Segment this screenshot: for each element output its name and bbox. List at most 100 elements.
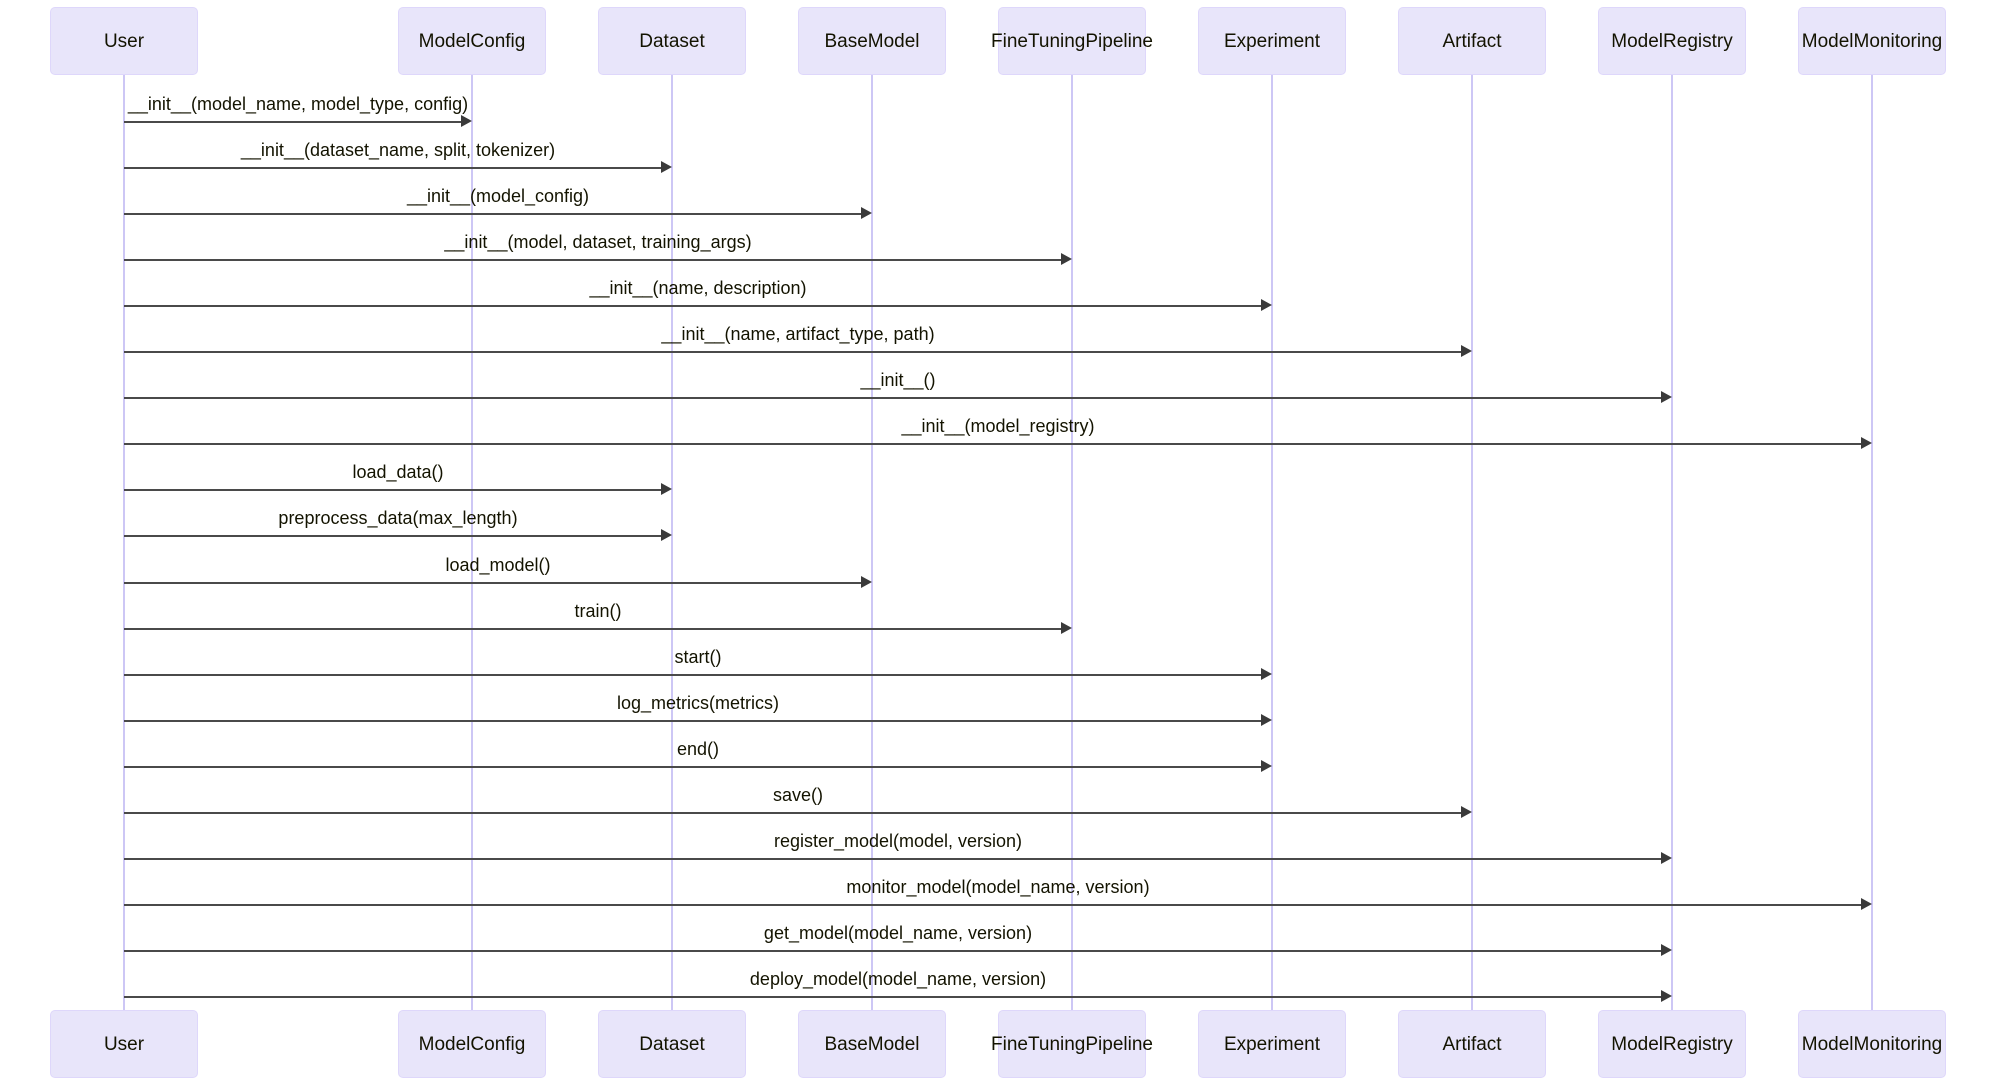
participant-header-dataset[interactable]: Dataset — [598, 7, 746, 75]
participant-footer-modelregistry[interactable]: ModelRegistry — [1598, 1010, 1746, 1078]
arrow-head-icon — [1261, 668, 1272, 680]
message-arrow-line — [124, 213, 863, 215]
participant-label: BaseModel — [824, 1033, 920, 1055]
message-label: monitor_model(model_name, version) — [846, 877, 1150, 897]
arrow-head-icon — [1061, 622, 1072, 634]
lifeline-basemodel — [871, 75, 873, 1010]
message-arrow-line — [124, 628, 1063, 630]
participant-label: ModelRegistry — [1611, 30, 1733, 52]
message-arrow-line — [124, 167, 663, 169]
arrow-head-icon — [1261, 760, 1272, 772]
lifeline-finetuningpipeline — [1071, 75, 1073, 1010]
message-arrow-line — [124, 351, 1463, 353]
message-label: preprocess_data(max_length) — [278, 508, 518, 528]
message-label: __init__(model_config) — [406, 186, 590, 206]
arrow-head-icon — [1061, 253, 1072, 265]
participant-label: ModelConfig — [418, 1033, 526, 1055]
lifeline-artifact — [1471, 75, 1473, 1010]
participant-label: Dataset — [639, 1033, 705, 1055]
message-arrow-line — [124, 858, 1663, 860]
arrow-head-icon — [661, 529, 672, 541]
arrow-head-icon — [661, 161, 672, 173]
participant-label: Experiment — [1223, 1033, 1321, 1055]
message-label: __init__(model_name, model_type, config) — [127, 94, 469, 114]
participant-label: FineTuningPipeline — [991, 1033, 1153, 1055]
arrow-head-icon — [861, 576, 872, 588]
participant-header-modelmonitoring[interactable]: ModelMonitoring — [1798, 7, 1946, 75]
arrow-head-icon — [1861, 898, 1872, 910]
message-arrow-line — [124, 259, 1063, 261]
participant-label: Artifact — [1442, 1033, 1502, 1055]
participant-footer-finetuningpipeline[interactable]: FineTuningPipeline — [991, 1010, 1153, 1078]
participant-label: Experiment — [1223, 30, 1321, 52]
participant-label: ModelRegistry — [1611, 1033, 1733, 1055]
message-label: load_data() — [352, 462, 444, 482]
participant-label: ModelMonitoring — [1801, 30, 1943, 52]
message-label: start() — [674, 647, 722, 667]
message-label: __init__(model, dataset, training_args) — [444, 232, 752, 252]
message-label: __init__(name, artifact_type, path) — [661, 324, 935, 344]
arrow-head-icon — [1661, 391, 1672, 403]
message-arrow-line — [124, 582, 863, 584]
participant-label: Artifact — [1442, 30, 1502, 52]
message-label: end() — [676, 739, 720, 759]
arrow-head-icon — [861, 207, 872, 219]
message-label: load_model() — [445, 555, 551, 575]
lifeline-experiment — [1271, 75, 1273, 1010]
participant-header-finetuningpipeline[interactable]: FineTuningPipeline — [991, 7, 1153, 75]
arrow-head-icon — [1661, 852, 1672, 864]
message-label: deploy_model(model_name, version) — [749, 969, 1047, 989]
arrow-head-icon — [1261, 299, 1272, 311]
participant-footer-experiment[interactable]: Experiment — [1198, 1010, 1346, 1078]
message-arrow-line — [124, 720, 1263, 722]
arrow-head-icon — [1461, 806, 1472, 818]
message-arrow-line — [124, 305, 1263, 307]
arrow-head-icon — [1461, 345, 1472, 357]
arrow-head-icon — [1861, 437, 1872, 449]
participant-header-user[interactable]: User — [50, 7, 198, 75]
participant-header-modelconfig[interactable]: ModelConfig — [398, 7, 546, 75]
participant-footer-user[interactable]: User — [50, 1010, 198, 1078]
participant-header-artifact[interactable]: Artifact — [1398, 7, 1546, 75]
message-arrow-line — [124, 950, 1663, 952]
message-arrow-line — [124, 535, 663, 537]
message-arrow-line — [124, 397, 1663, 399]
participant-footer-modelmonitoring[interactable]: ModelMonitoring — [1798, 1010, 1946, 1078]
participant-label: Dataset — [639, 30, 705, 52]
message-label: save() — [772, 785, 824, 805]
participant-header-modelregistry[interactable]: ModelRegistry — [1598, 7, 1746, 75]
lifeline-modelmonitoring — [1871, 75, 1873, 1010]
message-label: log_metrics(metrics) — [616, 693, 780, 713]
message-label: __init__(dataset_name, split, tokenizer) — [240, 140, 556, 160]
message-arrow-line — [124, 121, 463, 123]
message-label: get_model(model_name, version) — [763, 923, 1033, 943]
message-arrow-line — [124, 904, 1863, 906]
message-arrow-line — [124, 996, 1663, 998]
participant-footer-modelconfig[interactable]: ModelConfig — [398, 1010, 546, 1078]
participant-label: User — [103, 30, 145, 52]
lifeline-user — [123, 75, 125, 1010]
participant-label: User — [103, 1033, 145, 1055]
message-arrow-line — [124, 674, 1263, 676]
lifeline-modelconfig — [471, 75, 473, 1010]
participant-header-experiment[interactable]: Experiment — [1198, 7, 1346, 75]
participant-footer-basemodel[interactable]: BaseModel — [798, 1010, 946, 1078]
participant-label: BaseModel — [824, 30, 920, 52]
arrow-head-icon — [1661, 990, 1672, 1002]
participant-header-basemodel[interactable]: BaseModel — [798, 7, 946, 75]
message-label: __init__(name, description) — [589, 278, 807, 298]
message-label: train() — [574, 601, 622, 621]
participant-footer-artifact[interactable]: Artifact — [1398, 1010, 1546, 1078]
arrow-head-icon — [1661, 944, 1672, 956]
lifeline-dataset — [671, 75, 673, 1010]
message-label: register_model(model, version) — [773, 831, 1023, 851]
message-arrow-line — [124, 766, 1263, 768]
message-arrow-line — [124, 443, 1863, 445]
participant-footer-dataset[interactable]: Dataset — [598, 1010, 746, 1078]
participant-label: ModelConfig — [418, 30, 526, 52]
lifeline-modelregistry — [1671, 75, 1673, 1010]
participant-label: FineTuningPipeline — [991, 30, 1153, 52]
message-arrow-line — [124, 489, 663, 491]
message-label: __init__(model_registry) — [901, 416, 1095, 436]
